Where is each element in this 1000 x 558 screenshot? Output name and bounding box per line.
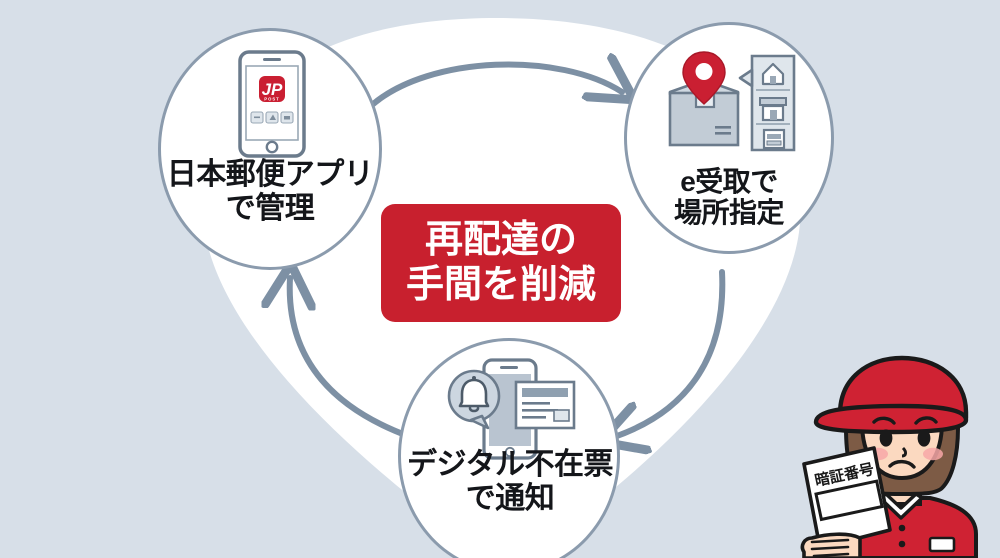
node-app-label-line1: 日本郵便アプリ (166, 158, 374, 191)
package-location-pin-delivery-options-icon (660, 50, 800, 162)
node-erec-label-line1: e受取で (680, 166, 778, 197)
center-message-line1: 再配達の (424, 219, 577, 262)
node-notif-label-line2: で通知 (465, 481, 555, 515)
node-notif-label: デジタル不在票 で通知 (380, 448, 640, 515)
node-erec-label: e受取で 場所指定 (614, 166, 844, 229)
center-message-line2: 手間を削減 (405, 264, 596, 306)
node-app-label-line2: で管理 (225, 191, 315, 225)
smartphone-jp-post-app-icon: JP POST (236, 50, 308, 158)
node-app-label: 日本郵便アプリ で管理 (140, 158, 400, 225)
arrow-erec-to-notif (614, 269, 726, 437)
smartphone-bell-notification-document-icon (444, 358, 578, 460)
arrow-app-to-erec (369, 64, 622, 108)
center-message-badge: 再配達の 手間を削減 (381, 204, 621, 322)
pin-code-paper: 暗証番号 (802, 446, 892, 550)
arrow-notif-to-app (290, 278, 411, 439)
node-erec-label-line2: 場所指定 (673, 197, 785, 229)
svg-text:JP: JP (262, 80, 283, 99)
node-notif-label-line1: デジタル不在票 (407, 448, 613, 481)
pin-code-paper-field (814, 479, 884, 522)
svg-text:POST: POST (264, 97, 279, 102)
node-erec-location[interactable] (624, 22, 834, 254)
postal-worker-illustration: 暗証番号 (790, 352, 1000, 558)
